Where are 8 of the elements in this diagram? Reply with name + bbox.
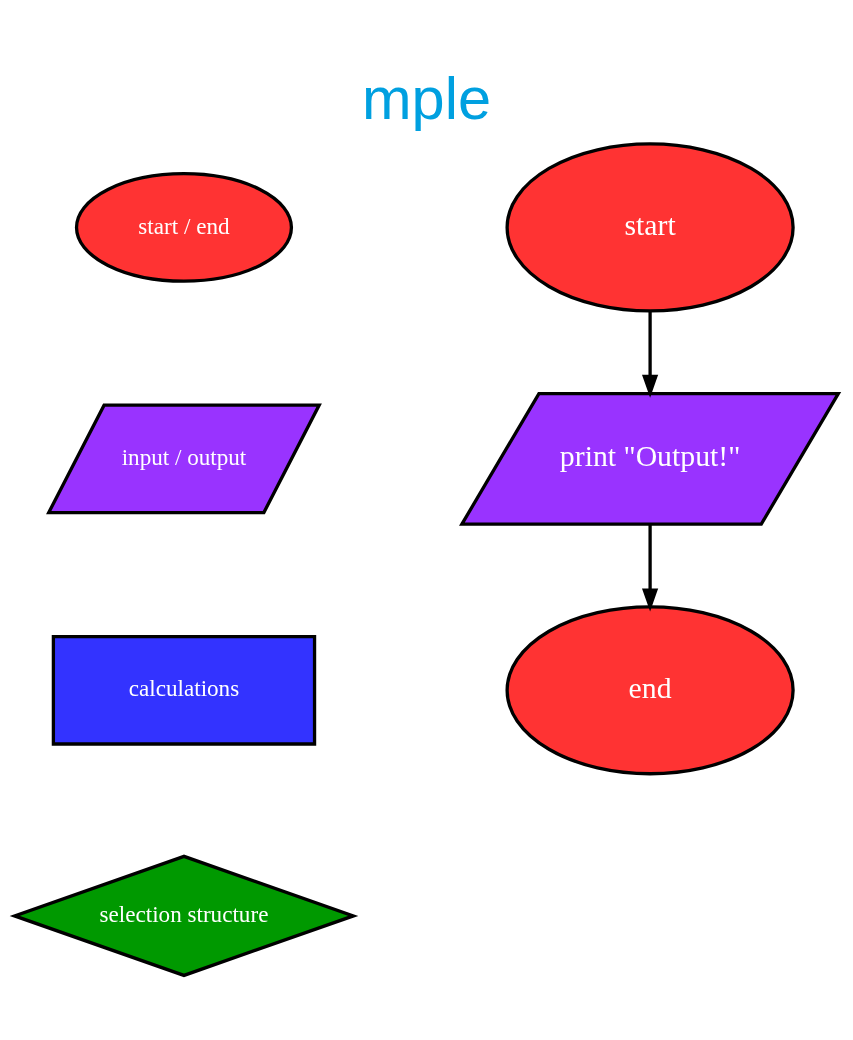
node-box: calculations — [51, 634, 317, 746]
arrow — [642, 311, 659, 398]
node-ellipse: start / end — [74, 172, 294, 283]
node-diamond: selection structure — [9, 854, 359, 978]
arrow — [642, 524, 659, 612]
node-ellipse: start — [505, 142, 795, 313]
diagram-title: mple — [362, 64, 491, 132]
node-ellipse: end — [505, 605, 795, 776]
